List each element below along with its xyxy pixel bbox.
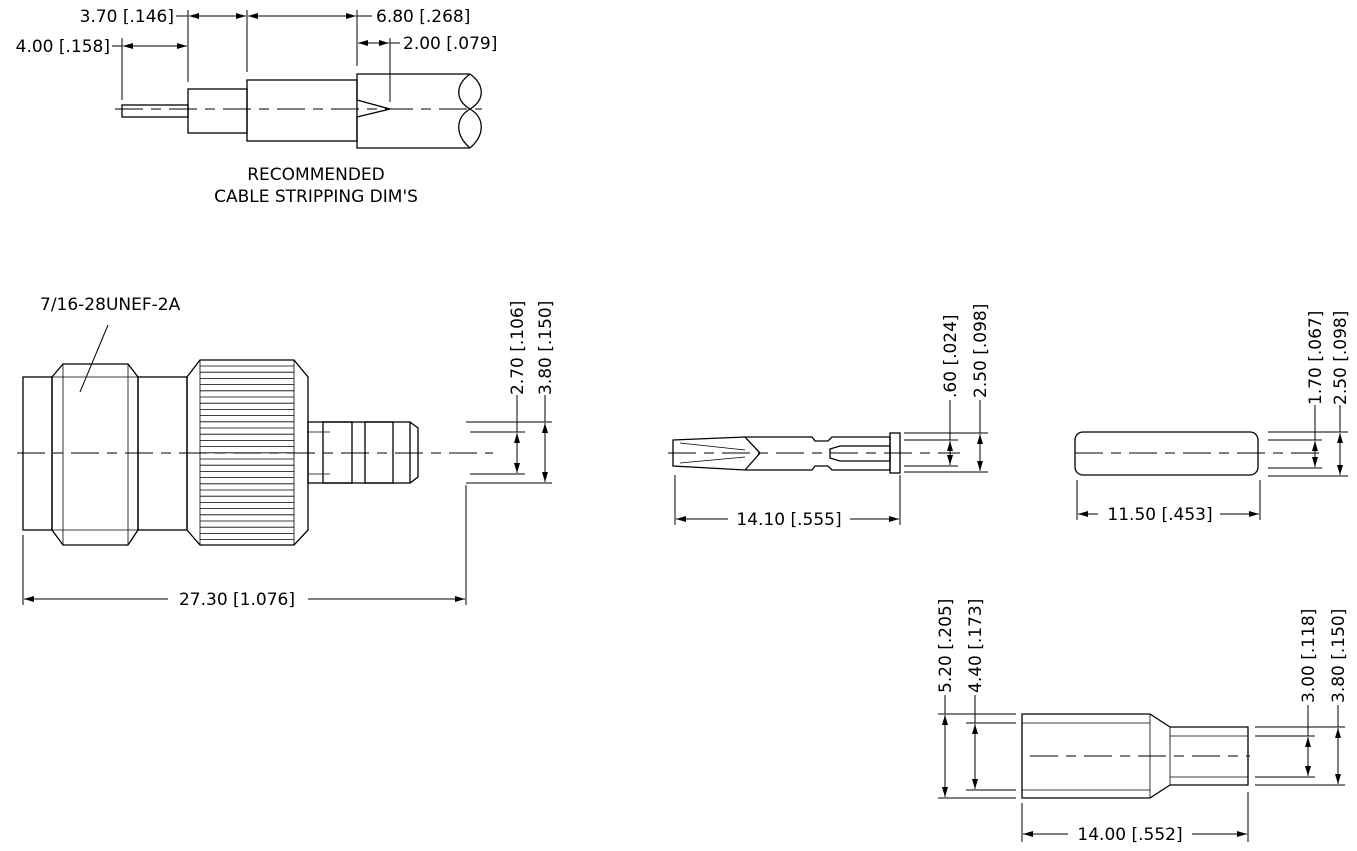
dim-label: 14.00 [.552] bbox=[1077, 825, 1182, 845]
dim-label: 27.30 [1.076] bbox=[179, 590, 295, 610]
dielectric bbox=[187, 88, 248, 134]
dim-label: 5.20 [.205] bbox=[936, 599, 956, 693]
ferrule-body bbox=[1021, 713, 1249, 799]
thread-label: 7/16-28UNEF-2A bbox=[40, 295, 181, 315]
dim-label: 3.80 [.150] bbox=[536, 301, 556, 395]
dim-label: 4.00 [.158] bbox=[16, 37, 110, 57]
crimp-tip bbox=[409, 421, 419, 484]
dim-label: 3.00 [.118] bbox=[1299, 609, 1319, 703]
caption: RECOMMENDED bbox=[247, 165, 385, 185]
pin-body bbox=[1074, 431, 1259, 476]
cable-stripping-view: 3.70 [.146] 6.80 [.268] 4.00 [.158] 2.00… bbox=[16, 7, 498, 207]
knurl-band bbox=[364, 421, 394, 484]
braid bbox=[246, 79, 358, 142]
dim-label: 4.40 [.173] bbox=[966, 599, 986, 693]
dim-label: 3.80 [.150] bbox=[1329, 609, 1349, 703]
jacket bbox=[356, 73, 470, 149]
center-conductor bbox=[121, 104, 189, 118]
dim-label: 6.80 [.268] bbox=[376, 7, 470, 27]
dim-label: 2.50 [.098] bbox=[1331, 311, 1351, 405]
dim-label: 11.50 [.453] bbox=[1107, 505, 1212, 525]
jacket-break bbox=[458, 73, 482, 149]
knurl-band bbox=[322, 421, 353, 484]
pin-view: 1.70 [.067] 2.50 [.098] 11.50 [.453] bbox=[1074, 311, 1351, 525]
ferrule-view: 5.20 [.205] 4.40 [.173] 3.00 [.118] 3.80… bbox=[936, 599, 1349, 845]
dim-label: 3.70 [.146] bbox=[80, 7, 174, 27]
dim-label: 2.70 [.106] bbox=[508, 301, 528, 395]
leader-line bbox=[79, 324, 109, 393]
dim-label: .60 [.024] bbox=[941, 314, 961, 398]
dim-label: 14.10 [.555] bbox=[736, 510, 841, 530]
dim-label: 1.70 [.067] bbox=[1306, 311, 1326, 405]
contact-view: .60 [.024] 2.50 [.098] 14.10 [.555] bbox=[668, 304, 991, 530]
dim-label: 2.00 [.079] bbox=[403, 34, 497, 54]
hex-nut bbox=[51, 363, 139, 546]
crimp-tube bbox=[307, 421, 411, 484]
caption: CABLE STRIPPING DIM'S bbox=[214, 187, 418, 207]
dim-label: 2.50 [.098] bbox=[971, 304, 991, 398]
contact-socket bbox=[672, 436, 761, 471]
connector-view: 7/16-28UNEF-2A 2.70 [.106] 3.80 [.150] 2… bbox=[17, 295, 556, 610]
coupling-nut bbox=[186, 359, 309, 546]
